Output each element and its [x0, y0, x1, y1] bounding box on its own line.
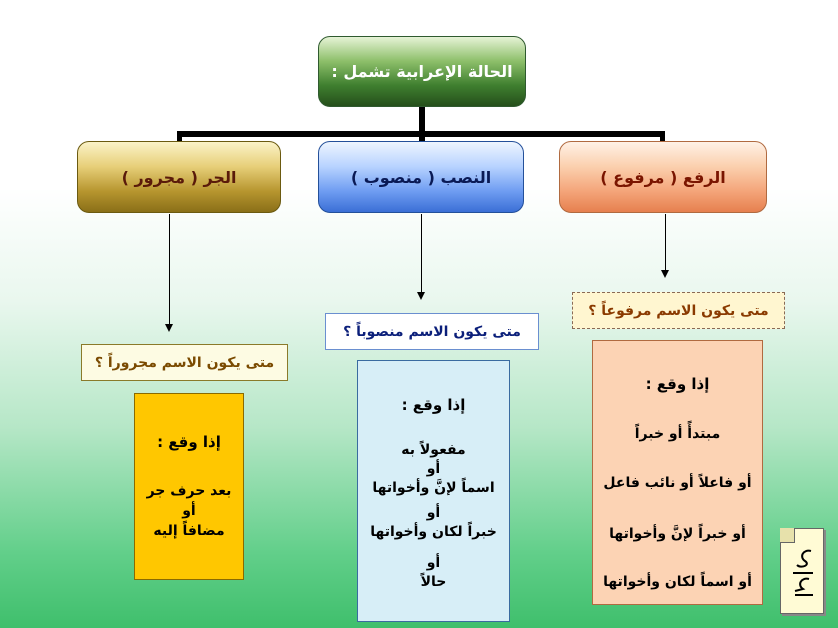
card-raf: إذا وقع : مبتدأً أو خبراً أو فاعلاً أو ن… [592, 340, 763, 605]
card-jar-line-1: إذا وقع : [157, 433, 221, 451]
note-fold-corner [780, 528, 795, 543]
branch-jar: الجر ( مجرور ) [77, 141, 281, 213]
branch-nasb-title: النصب ( منصوب ) [350, 167, 492, 187]
arrow-raf-line [665, 214, 666, 270]
question-nasb-text: متى يكون الاسم منصوباً ؟ [343, 323, 521, 340]
document-note-icon[interactable] [780, 528, 824, 614]
question-raf-text: متى يكون الاسم مرفوعاً ؟ [588, 302, 769, 319]
arrow-nasb-head [417, 292, 425, 300]
card-raf-line-4: أو خبراً لإنَّ وأخواتها [609, 526, 746, 542]
card-nasb-line-7: أو [426, 555, 441, 571]
root-node: الحالة الإعرابية تشمل : [318, 36, 526, 107]
arrow-jar-line [169, 214, 170, 324]
card-nasb: إذا وقع : مفعولاً به أو اسماً لإنَّ وأخو… [357, 360, 510, 622]
card-jar-line-2: بعد حرف جر [146, 483, 232, 499]
root-stem-connector [419, 107, 425, 134]
branch-raf-title: الرفع ( مرفوع ) [600, 167, 726, 187]
card-nasb-line-1: إذا وقع : [401, 396, 466, 414]
card-raf-line-3: أو فاعلاً أو نائب فاعل [603, 475, 752, 491]
arrow-jar-head [165, 324, 173, 332]
branch-connector-raf [660, 131, 665, 141]
question-jar-text: متى يكون الاسم مجروراً ؟ [94, 354, 275, 371]
question-raf: متى يكون الاسم مرفوعاً ؟ [572, 292, 785, 329]
branch-connector-jar [177, 131, 182, 141]
card-nasb-line-5: أو [426, 505, 441, 521]
card-raf-line-5: أو اسماً لكان وأخواتها [603, 574, 752, 590]
card-jar-line-3: أو [182, 503, 196, 519]
card-raf-line-1: إذا وقع : [645, 375, 710, 393]
question-nasb: متى يكون الاسم منصوباً ؟ [325, 313, 539, 350]
card-raf-line-2: مبتدأً أو خبراً [634, 426, 721, 442]
card-nasb-line-6: خبراً لكان وأخواتها [370, 524, 497, 540]
card-nasb-line-4: اسماً لإنَّ وأخواتها [372, 480, 495, 496]
branch-raf: الرفع ( مرفوع ) [559, 141, 767, 213]
card-jar: إذا وقع : بعد حرف جر أو مضافاً إليه [134, 393, 244, 580]
question-jar: متى يكون الاسم مجروراً ؟ [81, 344, 288, 381]
arrow-nasb-line [421, 214, 422, 292]
card-nasb-line-8: حالاً [420, 574, 447, 590]
branch-connector-nasb [419, 131, 425, 141]
note-scribble-icon [793, 549, 813, 596]
arrow-raf-head [661, 270, 669, 278]
card-nasb-line-3: أو [426, 461, 441, 477]
branch-nasb: النصب ( منصوب ) [318, 141, 524, 213]
card-nasb-line-2: مفعولاً به [401, 442, 466, 458]
branch-jar-title: الجر ( مجرور ) [121, 167, 237, 187]
root-label: الحالة الإعرابية تشمل : [331, 62, 513, 81]
card-jar-line-4: مضافاً إليه [153, 523, 225, 539]
